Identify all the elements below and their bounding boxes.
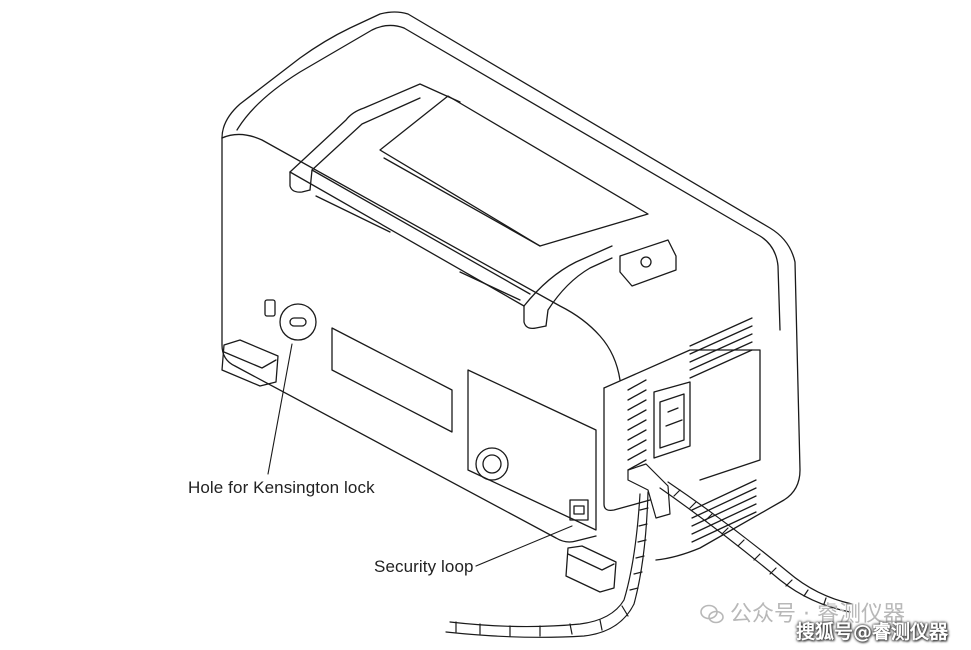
watermark-top: 公众号 · 睿测仪器 [700,596,905,628]
watermark-bottom: 搜狐号@睿测仪器 [796,621,949,643]
side-vents [627,317,757,543]
power-panel [603,239,761,512]
wechat-icon [700,604,724,624]
leader-lines [267,343,573,567]
carry-handle [289,83,649,330]
security-loop-label: Security loop [374,557,474,576]
kensington-lock-label: Hole for Kensington lock [188,478,375,497]
security-leader-line [475,525,573,567]
security-cable [445,463,853,638]
housing-outline [221,11,801,561]
feet [221,339,617,593]
rear-face-details [264,299,597,531]
watermark-top-text: 公众号 · 睿测仪器 [730,602,905,627]
kensington-leader-line [267,343,293,475]
